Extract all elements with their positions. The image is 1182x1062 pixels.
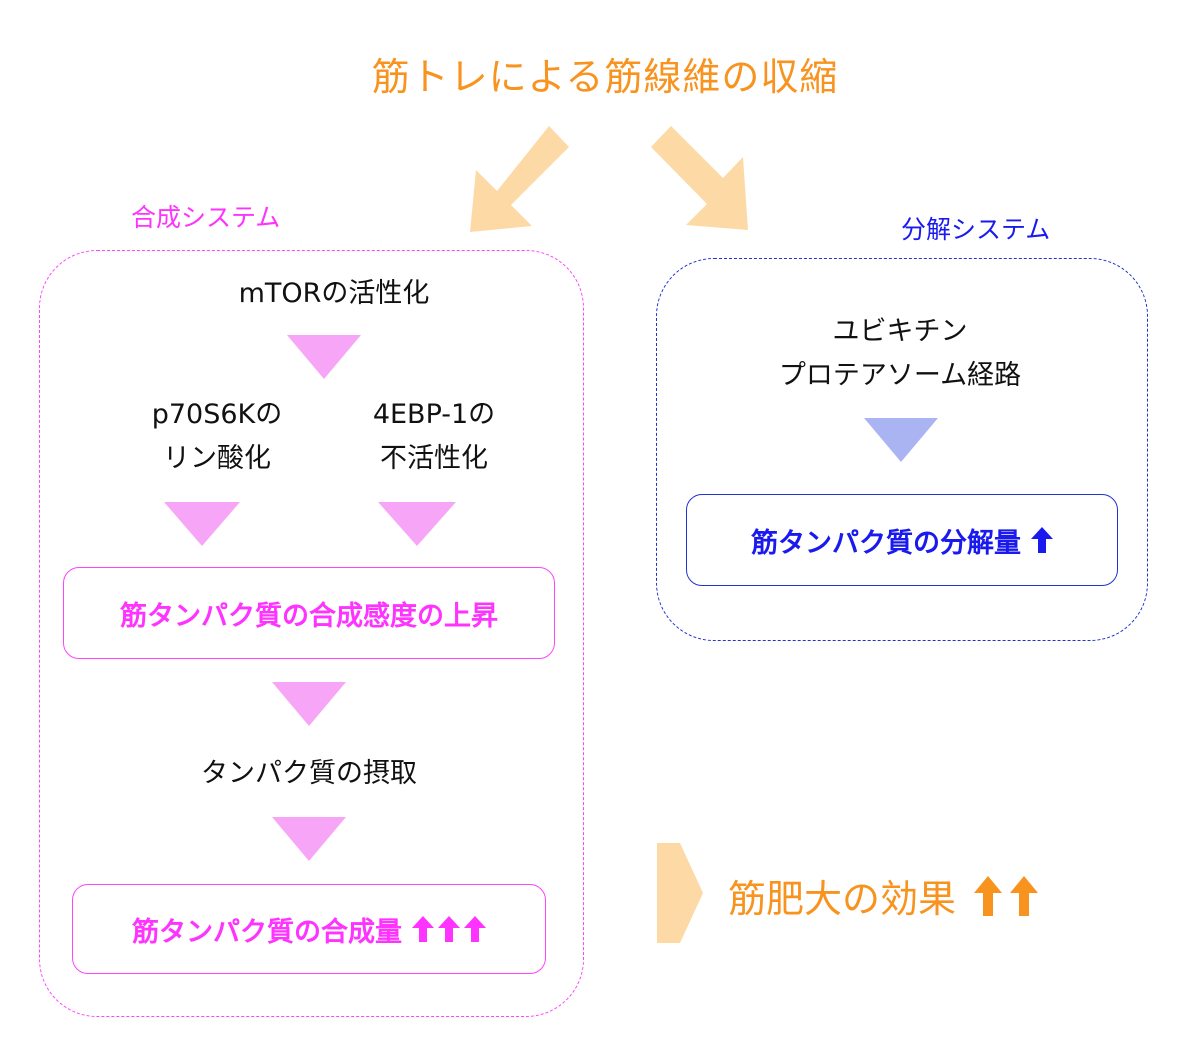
page-title: 筋トレによる筋線維の収縮	[371, 55, 839, 99]
down-triangle-icon	[378, 502, 456, 546]
degradation-system-panel	[656, 258, 1148, 641]
diagonal-arrow-right-icon	[651, 126, 748, 230]
up-arrow-icon	[1010, 875, 1039, 916]
hypertrophy-up-arrows	[974, 875, 1039, 916]
down-triangle-icon	[272, 817, 346, 861]
degradation-amount-text: 筋タンパク質の分解量	[751, 527, 1021, 559]
down-triangle-icon	[164, 502, 240, 546]
down-triangle-icon	[272, 682, 346, 726]
p70s6k-line1: p70S6Kの	[151, 399, 283, 430]
down-triangle-icon	[287, 335, 361, 379]
synthesis-amount-box: 筋タンパク質の合成量	[72, 884, 546, 974]
ubiquitin-step: ユビキチン プロテアソーム経路	[750, 310, 1050, 398]
p70s6k-line2: リン酸化	[163, 443, 271, 474]
degradation-up-arrows	[1031, 527, 1053, 553]
right-chevron-icon	[657, 843, 703, 943]
up-arrow-icon	[1031, 527, 1053, 553]
4ebp1-line1: 4EBP-1の	[372, 399, 496, 430]
protein-intake-text: タンパク質の摂取	[201, 758, 417, 789]
hypertrophy-text: 筋肥大の効果	[728, 877, 957, 921]
p70s6k-step: p70S6Kの リン酸化	[122, 393, 312, 481]
synthesis-sensitivity-text: 筋タンパク質の合成感度の上昇	[120, 600, 498, 632]
down-triangle-icon	[864, 418, 938, 462]
ubiquitin-line2: プロテアソーム経路	[778, 360, 1022, 391]
synthesis-up-arrows	[412, 916, 486, 942]
degradation-system-label: 分解システム	[901, 215, 1051, 244]
synthesis-system-label: 合成システム	[131, 203, 281, 232]
up-arrow-icon	[974, 875, 1003, 916]
degradation-amount-box: 筋タンパク質の分解量	[686, 494, 1118, 586]
synthesis-system-panel	[39, 250, 584, 1017]
hypertrophy-result: 筋肥大の効果	[728, 868, 1039, 923]
4ebp1-step: 4EBP-1の 不活性化	[339, 393, 529, 481]
4ebp1-line2: 不活性化	[380, 443, 488, 474]
synthesis-sensitivity-box: 筋タンパク質の合成感度の上昇	[63, 567, 555, 659]
mtor-activation-text: mTORの活性化	[238, 278, 430, 309]
up-arrow-icon	[438, 916, 460, 942]
up-arrow-icon	[464, 916, 486, 942]
diagonal-arrow-left-icon	[470, 126, 569, 232]
up-arrow-icon	[412, 916, 434, 942]
ubiquitin-line1: ユビキチン	[832, 316, 968, 347]
synthesis-amount-text: 筋タンパク質の合成量	[132, 916, 402, 948]
